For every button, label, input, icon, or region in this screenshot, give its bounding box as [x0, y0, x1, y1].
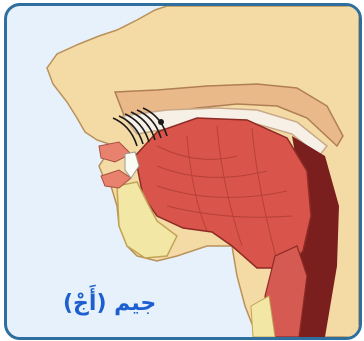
head-cross-section-diagram: [7, 6, 359, 337]
contact-point: [158, 119, 164, 125]
diagram-frame: جيم (أَجْ): [4, 3, 362, 340]
caption-label: جيم (أَجْ): [63, 291, 156, 316]
